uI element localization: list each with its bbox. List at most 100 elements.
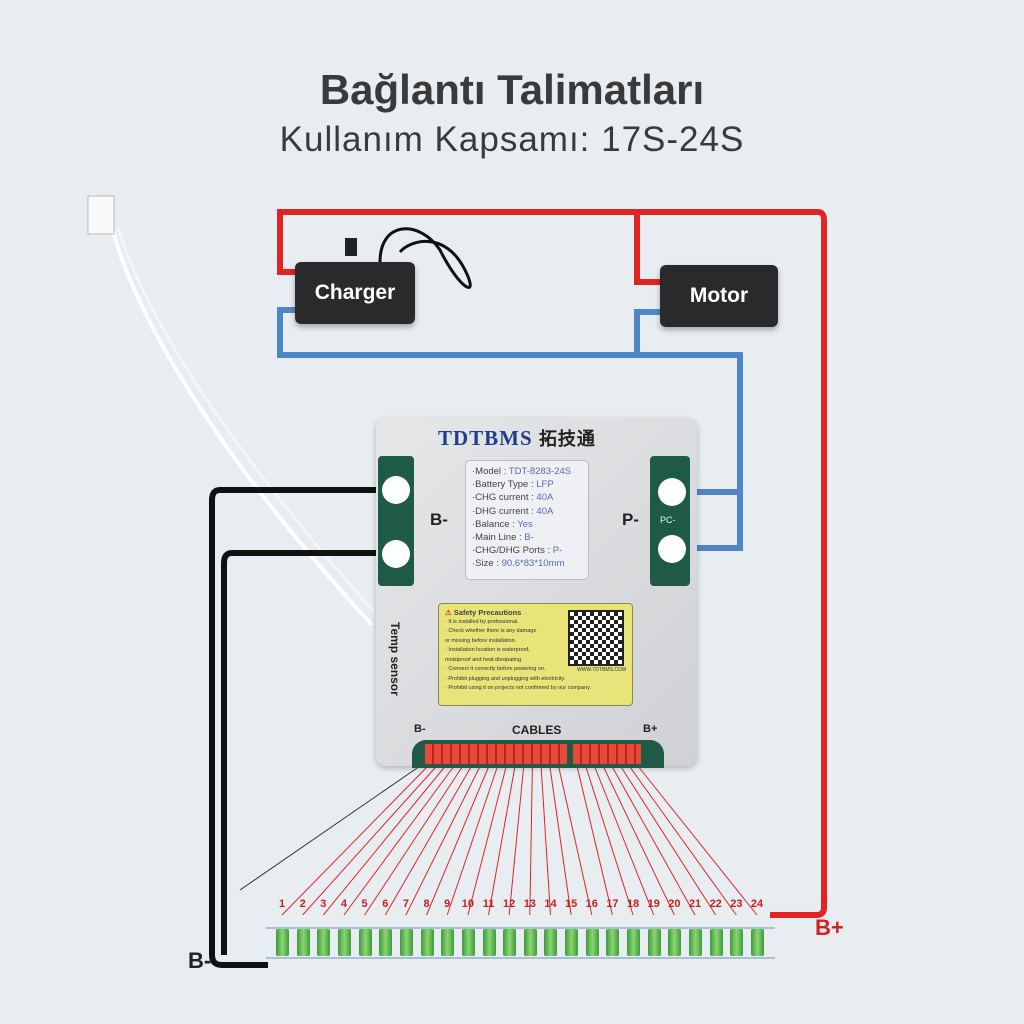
balance-wire (620, 765, 717, 916)
battery-cell (730, 929, 744, 956)
cell-number: 5 (361, 898, 368, 910)
battery-cell (606, 929, 620, 956)
balance-wire (446, 765, 499, 916)
battery-positive-label: B+ (815, 915, 844, 940)
balance-wire (576, 765, 613, 916)
spec-row: ·Size : 90.6*83*10mm (472, 558, 565, 570)
balance-wire (549, 765, 572, 916)
safety-item: or missing before installation. (445, 637, 517, 644)
charger-device: Charger (295, 262, 415, 324)
cell-number: 22 (709, 898, 722, 910)
p-minus-port-label: P- (622, 510, 639, 529)
charger-label: Charger (314, 281, 396, 304)
battery-cell (276, 929, 289, 956)
balance-wire (637, 765, 758, 916)
spec-row: ·Battery Type : LFP (472, 479, 554, 491)
cable-b-minus-label: B- (414, 723, 426, 735)
safety-title: ⚠ Safety Precautions (445, 608, 522, 617)
cell-number: 18 (626, 898, 640, 910)
cell-number: 20 (668, 898, 681, 910)
cell-number: 16 (585, 898, 598, 910)
cell-number: 21 (688, 898, 702, 910)
balance-wire (281, 765, 429, 916)
battery-cell (523, 929, 537, 956)
website-label: WWW.TDTBMS.COM (577, 667, 626, 673)
page-title: Bağlantı Talimatları (319, 66, 705, 113)
balance-wire (426, 765, 490, 916)
cell-number: 15 (565, 898, 578, 910)
spec-row: ·CHG current : 40A (472, 492, 554, 504)
battery-cell (441, 929, 455, 956)
battery-cell (379, 929, 393, 956)
battery-cell (317, 929, 331, 956)
spec-row: ·CHG/DHG Ports : P- (472, 545, 563, 557)
spec-row: ·DHG current : 40A (472, 505, 554, 517)
cell-number: 23 (730, 898, 743, 910)
balance-wire (467, 765, 507, 916)
cell-number: 9 (444, 898, 451, 910)
safety-item: · Installation location is waterproof, (445, 647, 530, 653)
warning-icon: ⚠ (445, 608, 452, 617)
cell-number: 17 (606, 898, 619, 910)
battery-cell (585, 929, 599, 956)
balance-wire (343, 765, 455, 916)
motor-label: Motor (689, 284, 749, 307)
spec-row: ·Balance : Yes (472, 518, 533, 530)
cell-busbar (266, 927, 775, 959)
spec-label: ·Model : TDT-8283-24S·Battery Type : LFP… (465, 460, 589, 580)
battery-cell (420, 929, 434, 956)
cell-number: 14 (544, 898, 557, 910)
balance-wire-b-minus (239, 765, 421, 891)
battery-cell (358, 929, 372, 956)
cell-number: 4 (340, 898, 348, 910)
battery-cell (689, 929, 703, 956)
load-wire (277, 307, 743, 551)
battery-cell (627, 929, 641, 956)
brand-logo: TDTBMS 拓技通 (438, 426, 596, 450)
motor-device: Motor (660, 265, 778, 327)
battery-cell (751, 929, 764, 956)
safety-item: · Prohibit plugging and unplugging with … (445, 675, 566, 682)
battery-cell (565, 929, 579, 956)
p-minus-terminal (650, 456, 690, 586)
battery-cell (461, 929, 475, 956)
balance-wire (405, 765, 481, 916)
safety-item: · Connect it correctly before powering o… (445, 666, 546, 672)
battery-cell (482, 929, 496, 956)
safety-item: · It is installed by professional. (445, 618, 519, 625)
temp-sensor-label: Temp sensor (388, 622, 402, 696)
cell-number: 12 (503, 898, 516, 910)
negative-wire (209, 487, 395, 968)
battery-cell (668, 929, 682, 956)
pcb-label: PC- (660, 515, 676, 525)
cell-number: 8 (423, 898, 430, 910)
cell-number: 1 (278, 898, 286, 910)
balance-wire (384, 765, 472, 916)
battery-cell (709, 929, 723, 956)
temp-sensor-probe (87, 195, 115, 235)
cell-number: 3 (320, 898, 327, 910)
balance-wire (540, 765, 551, 916)
cell-number: 7 (402, 898, 409, 910)
battery-cell (337, 929, 351, 956)
balance-wire (529, 765, 533, 916)
balance-connector-2[interactable] (573, 744, 641, 764)
page-subtitle: Kullanım Kapsamı: 17S-24S (279, 120, 745, 159)
safety-item: · Prohibit using it on projects not conf… (445, 685, 592, 691)
balance-wire (602, 765, 675, 916)
temp-sensor-cable (110, 227, 374, 627)
balance-wire (508, 765, 525, 916)
balance-wire (558, 765, 593, 916)
balance-connector-1[interactable] (425, 744, 567, 764)
plug-icon (345, 238, 357, 256)
cell-number: 19 (647, 898, 660, 910)
charger-cord (378, 227, 472, 289)
battery-cell (647, 929, 661, 956)
positive-wire (277, 209, 827, 918)
cell-number: 11 (482, 898, 495, 910)
balance-wire (628, 765, 737, 916)
cell-number: 24 (750, 898, 764, 910)
b-minus-port-label: B- (430, 510, 448, 529)
qr-code (568, 610, 624, 666)
